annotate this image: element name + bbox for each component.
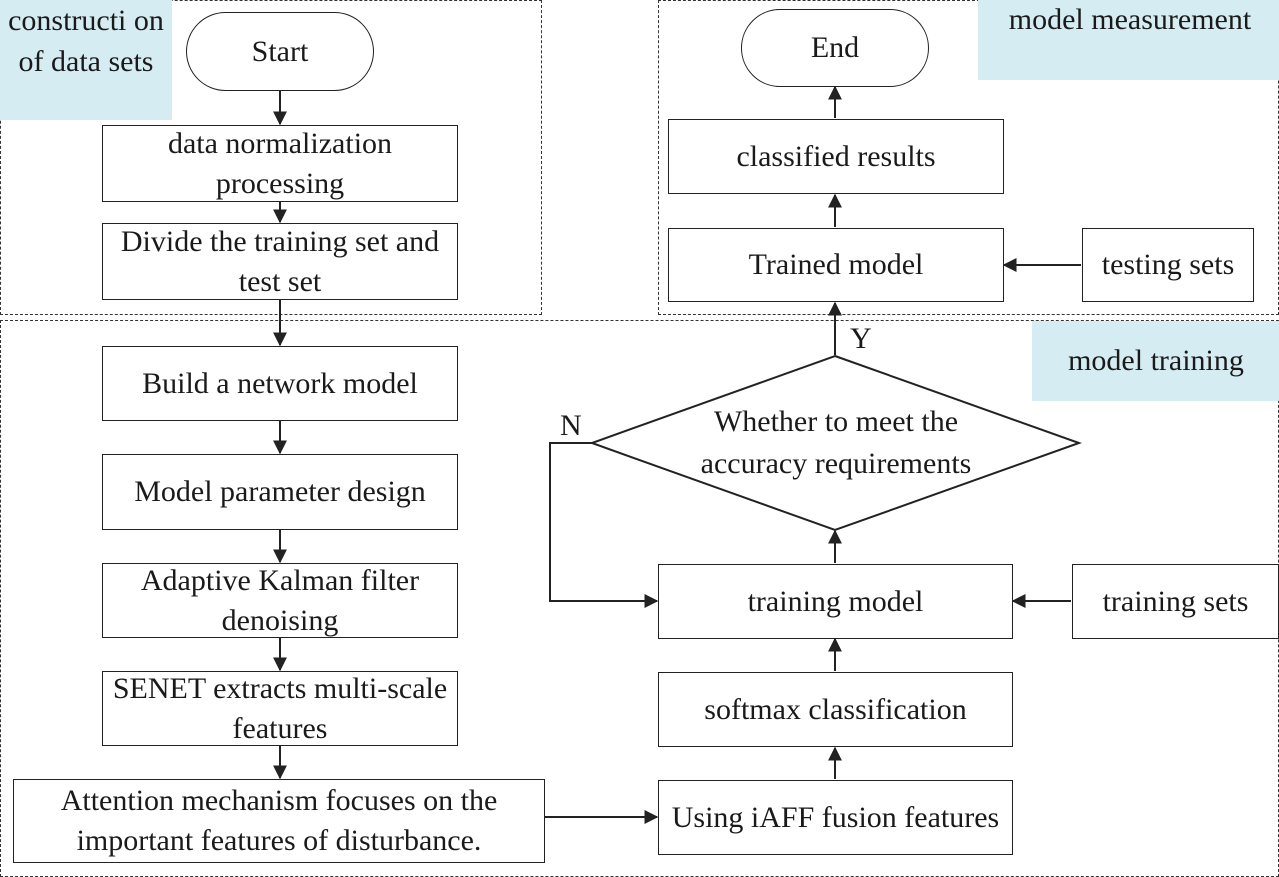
parameter-design-node: Model parameter design bbox=[102, 454, 458, 530]
softmax-node: softmax classification bbox=[658, 672, 1013, 747]
branch-no-label: N bbox=[560, 409, 582, 442]
classified-results-node: classified results bbox=[668, 119, 1004, 194]
iaff-node: Using iAFF fusion features bbox=[658, 780, 1013, 855]
divide-node: Divide the training set and test set bbox=[102, 223, 458, 300]
region-label-model-measurement: model measurement bbox=[1008, 3, 1252, 36]
region-label-background bbox=[0, 0, 172, 120]
arrow-no-loop bbox=[549, 442, 659, 608]
decision-label: Whether to meet the accuracy requirement… bbox=[700, 405, 972, 480]
testing-sets-node: testing sets bbox=[1082, 228, 1254, 302]
start-node: Start bbox=[186, 12, 374, 91]
region-label-background bbox=[978, 0, 1279, 80]
training-sets-node: training sets bbox=[1072, 564, 1279, 639]
decision-diamond bbox=[589, 354, 1082, 532]
kalman-filter-node: Adaptive Kalman filter denoising bbox=[102, 563, 458, 638]
region-label-data-construction: constructi on of data sets bbox=[8, 4, 164, 78]
end-node: End bbox=[741, 9, 929, 87]
trained-model-node: Trained model bbox=[668, 228, 1004, 302]
training-model-node: training model bbox=[658, 564, 1013, 639]
attention-node: Attention mechanism focuses on the impor… bbox=[13, 779, 545, 863]
region-data-construction bbox=[0, 0, 542, 315]
region-label-model-training: model training bbox=[1068, 344, 1244, 377]
build-model-node: Build a network model bbox=[102, 346, 458, 421]
normalization-node: data normalization processing bbox=[102, 125, 458, 202]
branch-yes-label: Y bbox=[850, 322, 872, 355]
senet-node: SENET extracts multi-scale features bbox=[102, 671, 458, 746]
region-label-background bbox=[1032, 321, 1279, 401]
